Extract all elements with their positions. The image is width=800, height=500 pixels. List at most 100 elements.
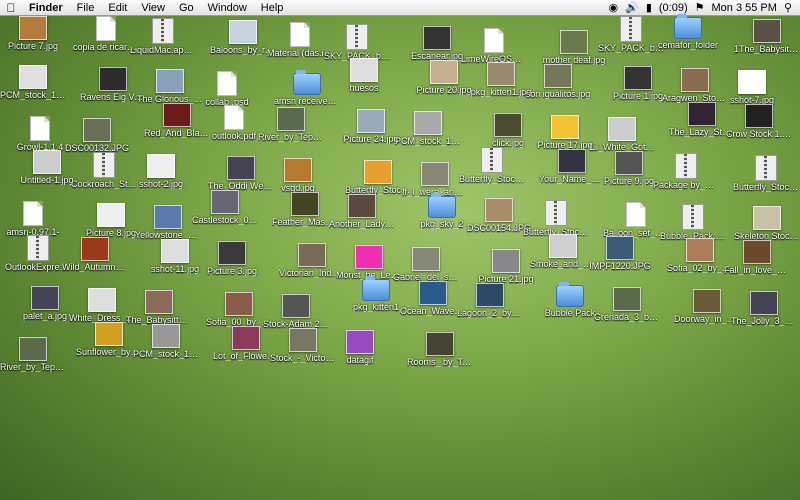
desktop-icon[interactable]: Picture 9.jpg xyxy=(596,151,662,186)
desktop-icon[interactable]: Rooms_ by_Tears Stock.jpg xyxy=(407,332,473,367)
desktop-icon[interactable]: PCM_stock_132_by_le acockmaskstock.jpg xyxy=(0,65,66,100)
clock[interactable]: Mon 3 55 PM xyxy=(711,1,777,14)
desktop-icon[interactable]: Sofia_02_by_Oif_Sto xyxy=(667,238,733,273)
desktop-icon[interactable]: If_I_were_an_Cat_by_RuthOrtiz.jpg xyxy=(402,162,468,197)
desktop-icon[interactable]: mother deaf.jpg xyxy=(541,30,607,65)
desktop-icon[interactable]: Material (das.iso as bb mac.dmg) xyxy=(267,22,333,58)
desktop-icon[interactable]: sshot-2.jpg xyxy=(128,154,194,189)
desktop-icon[interactable]: Picture 7.jpg xyxy=(0,16,66,51)
desktop-icon[interactable]: White_Dress_01_by_M sophia.jpg xyxy=(69,288,135,323)
desktop-icon[interactable]: Fall_in_love_by_Winter mod_stock.jpg xyxy=(724,240,790,275)
menu-help[interactable]: Help xyxy=(260,1,284,14)
desktop-icon[interactable]: Balloon_set_Stars_Shin e_Out_by_relax.ab… xyxy=(603,202,669,238)
desktop-icon[interactable]: LimeWireOSX.dmg xyxy=(461,28,527,64)
desktop-icon[interactable]: The_Lazy_Star_Brush by_LeonaWindrider xyxy=(669,102,735,137)
desktop-icon[interactable]: Package by_Sky Scape stock.zip xyxy=(653,153,719,190)
desktop-icon[interactable]: huesos xyxy=(331,58,397,93)
desktop-icon[interactable]: Picture 24.jpg xyxy=(338,109,404,144)
desktop-icon[interactable]: Picture 1.jpg xyxy=(605,66,671,101)
desktop-icon[interactable]: collab .psd xyxy=(194,71,260,107)
menu-edit[interactable]: Edit xyxy=(108,1,128,14)
desktop-icon[interactable]: palet_a.jpg xyxy=(12,286,78,321)
desktop-icon[interactable]: Butterfly_Stock_4.2.png xyxy=(345,160,411,195)
desktop-icon[interactable]: Untitled-1.jpg xyxy=(14,150,80,185)
desktop-icon[interactable]: Red_And_Black_Stock Queen_Stock.jpg xyxy=(144,103,210,138)
desktop-icon[interactable]: Skeleton Stock_06_by_ Mainstreet_Stock.j… xyxy=(734,206,800,241)
desktop-icon[interactable]: 1The_Babysitter_by_ra mmkitty_stock_1.jp… xyxy=(734,19,800,54)
desktop-icon[interactable]: The_Jolly_3_by_typerhaph.jpg xyxy=(731,291,797,326)
desktop-icon[interactable]: Victorian_Ind_24_by_El otsy.jpg xyxy=(279,243,345,278)
desktop-icon[interactable]: Stock-Adam 2.jpg xyxy=(263,294,329,329)
desktop-icon[interactable]: amsn received files xyxy=(274,70,340,106)
desktop-icon[interactable]: Sunflower_by_Tea xyxy=(76,322,142,357)
apple-menu-icon[interactable]:  xyxy=(0,1,22,15)
desktop-icon[interactable]: sshot-11.jpg xyxy=(142,239,208,274)
desktop-icon[interactable]: Escanear.jpg xyxy=(404,26,470,61)
desktop-icon[interactable]: The Glorious_Fountain_by_Sstock.jpg xyxy=(137,69,203,104)
desktop-icon[interactable]: Picture 3.jpg xyxy=(199,241,265,276)
desktop-icon[interactable]: Monst_be_Le_Stock.jpg xyxy=(336,245,402,280)
menu-go[interactable]: Go xyxy=(178,1,194,14)
desktop-icon[interactable]: SKY_PACK_by_Henda_ stock(2).rar xyxy=(598,16,664,53)
desktop-icon[interactable]: Cockroach_Stock_1_by Shoofly_Stock.zip xyxy=(71,152,137,189)
desktop-icon[interactable]: Ocean_Waves_Stock_7_ by_Faimeg.jpg xyxy=(400,281,466,316)
desktop-icon[interactable]: vsgd.jpg xyxy=(265,158,331,193)
desktop-icon[interactable]: The_Oddi Werewhack tacular.jpg xyxy=(208,156,274,191)
desktop-icon[interactable]: Lot_of_Flowers_by_e xyxy=(213,326,279,361)
desktop-icon[interactable]: Bubble_Pack.zip xyxy=(660,204,726,241)
desktop-icon[interactable]: IMPF1220.JPG xyxy=(587,236,653,271)
desktop-icon[interactable]: click.jpg xyxy=(475,113,541,148)
desktop-icon[interactable]: Picture 8.jpg xyxy=(78,203,144,238)
flag-icon[interactable]: ⚑ xyxy=(694,2,705,14)
desktop-icon[interactable]: Butterfly_Stock_06_by_ Shoofly_Stock.zip xyxy=(459,147,525,184)
desktop-icon[interactable]: Ravens Eig Version stock.jpg xyxy=(80,67,146,102)
desktop-icon[interactable]: Picture 21.jpg xyxy=(473,249,539,284)
desktop-icon[interactable]: amsn-0.97.1- xyxy=(0,201,66,237)
desktop-icon[interactable]: pkg_kitten1.jpg xyxy=(468,62,534,97)
desktop-icon[interactable]: Castlestock_006_by_ Shadows.jpg xyxy=(192,190,258,225)
desktop-icon[interactable]: Lagoon_2_by_frozt_sto ck.jpg xyxy=(457,283,523,318)
desktop-icon[interactable]: Butterfly_Stock_4_by Shoofly_Stock.zip xyxy=(733,155,799,192)
desktop-icon[interactable]: outlook.pdf xyxy=(201,105,267,141)
menu-view[interactable]: View xyxy=(141,1,165,14)
desktop-icon[interactable]: Doorway_in_spring by_Tepras_Stock.jpg xyxy=(674,289,740,324)
desktop-icon[interactable]: Another_Lady_by_ ReeladaStock.jpg xyxy=(329,194,395,229)
desktop-icon[interactable]: OutlookExpress00Emr eset_Open_Mac.zip xyxy=(5,235,71,272)
desktop-icon[interactable]: son igualitos.jpg xyxy=(525,64,591,99)
menu-file[interactable]: File xyxy=(76,1,95,14)
spotlight-icon[interactable]: ⚲ xyxy=(783,2,792,14)
desktop-icon[interactable]: pkg_kitten1 xyxy=(343,276,409,312)
desktop-icon[interactable]: Feather_Mask_1_by_ Shadows_stock.jpg xyxy=(272,192,338,227)
desktop-icon[interactable]: The_Babysitter_by_ra mmkitty_stock_4.jpg xyxy=(126,290,192,325)
desktop-icon[interactable]: Picture 20.jpg xyxy=(411,60,477,95)
desktop-icon[interactable]: sshot-7.jpg xyxy=(719,70,785,105)
desktop-icon[interactable]: copia de ricardo arjona - la nena ( estr… xyxy=(73,16,139,52)
volume-icon[interactable]: 🔊 xyxy=(625,2,639,14)
desktop-icon[interactable]: pkg_sky_2 xyxy=(409,193,475,229)
desktop-icon[interactable]: cemafor_folder xyxy=(655,14,721,50)
desktop-icon[interactable]: Picture 17.jpg xyxy=(532,115,598,150)
desktop-icon[interactable]: datagif xyxy=(327,330,393,365)
desktop-icon[interactable]: Crow Stock 1.jpg xyxy=(726,104,792,139)
desktop-icon[interactable]: Smoke_and_Cloth_by_ Shoofly_Stock.png xyxy=(530,234,596,269)
desktop-icon[interactable]: DSC00132.JPG xyxy=(64,118,130,153)
desktop-icon[interactable]: Grenada_3_by_black so stock.jpg xyxy=(594,287,660,322)
battery-time[interactable]: (0:09) xyxy=(658,1,688,14)
menu-window[interactable]: Window xyxy=(207,1,247,14)
desktop-icon[interactable]: Aragwen_Stock_3 by_Aragwen stock.jpg xyxy=(662,68,728,103)
desktop-icon[interactable]: Stock_-_Victorian rlock_by xyxy=(270,328,336,363)
desktop-icon[interactable]: Growl-1.1.4 xyxy=(7,116,73,152)
desktop-icon[interactable]: Wild_Autumn_Fairy_4_by_ Skeleton.jpg xyxy=(62,237,128,272)
desktop-icon[interactable]: Your_Name_Here_by_ stock.jpg xyxy=(539,149,605,184)
battery-icon[interactable]: ▮ xyxy=(645,2,652,14)
desktop-icon[interactable]: Gabriel_del_sol_ alegria.jpg xyxy=(393,247,459,282)
desktop-icon[interactable]: Lil_White_Goth_by_ Shadows.jpg xyxy=(589,117,655,152)
desktop-icon[interactable]: DSC00154.JPG xyxy=(466,198,532,233)
desktop-icon[interactable]: PCM_stock_138_by_le acockmaskstock.jpg xyxy=(395,111,461,146)
desktop-icon[interactable]: Yellowstone_Sky_by_ glitch_stock.jpg xyxy=(135,205,201,240)
desktop-icon[interactable]: Butterfly_Stock_09_by_ Shoofly_Stock.zip xyxy=(523,200,589,237)
desktop-icon[interactable]: SKY_PACK_by_Henda_ stock.rar xyxy=(324,24,390,61)
wifi-icon[interactable]: ◉ xyxy=(608,2,619,14)
desktop-icon[interactable]: River_by_Tepras_Stock.jpg xyxy=(258,107,324,142)
desktop-icon[interactable]: River_by_Tepras_Stock_2 stock.jpg xyxy=(0,337,66,372)
